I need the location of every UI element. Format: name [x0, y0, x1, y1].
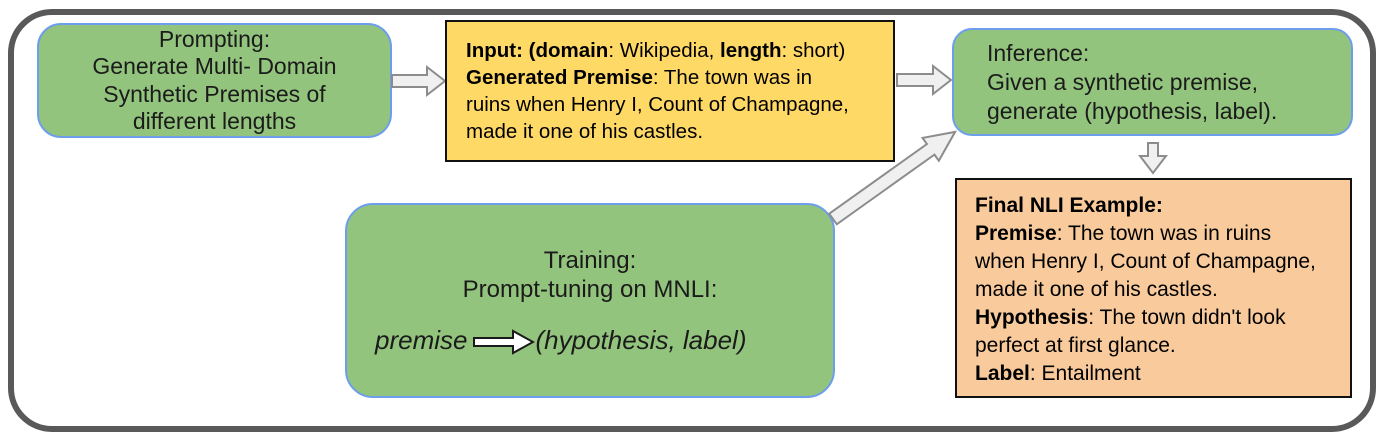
prompting-line: different lengths: [132, 108, 297, 134]
final-line: Label: Entailment: [975, 362, 1141, 385]
input-line: ruins when Henry I, Count of Champagne,: [466, 93, 849, 116]
arrow-prompting-to-input-icon: [391, 64, 447, 98]
arrow-training-to-inference-icon: [827, 130, 958, 226]
training-line: Training:: [543, 247, 637, 274]
outer-frame: [8, 9, 1376, 432]
final-line: Final NLI Example:: [975, 194, 1163, 217]
inference-box: Inference: Given a synthetic premise, ge…: [952, 28, 1353, 136]
formula-premise: premise: [375, 325, 468, 355]
input-line: Generated Premise: The town was in: [466, 66, 813, 89]
training-box: Training: Prompt-tuning on MNLI: premise…: [345, 203, 835, 398]
input-example-box: Input: (domain: Wikipedia, length: short…: [445, 20, 895, 162]
final-line: Premise: The town was in ruins: [975, 222, 1272, 245]
training-line: Prompt-tuning on MNLI:: [462, 276, 718, 303]
prompting-line: Prompting:: [158, 25, 271, 52]
final-line: made it one of his castles.: [975, 278, 1218, 301]
inference-line: Inference:: [987, 40, 1090, 66]
input-line: Input: (domain: Wikipedia, length: short…: [466, 39, 846, 62]
final-nli-example-box: Final NLI Example: Premise: The town was…: [955, 178, 1352, 398]
input-line: made it one of his castles.: [466, 120, 704, 143]
inference-line: generate (hypothesis, label).: [987, 98, 1278, 124]
prompting-line: Generate Multi- Domain: [92, 53, 337, 79]
arrow-inference-to-final-icon: [1138, 142, 1168, 175]
final-line: perfect at first glance.: [975, 334, 1176, 357]
prompting-box: Prompting: Generate Multi- Domain Synthe…: [37, 23, 392, 138]
arrow-input-to-inference-icon: [896, 63, 953, 97]
final-line: when Henry I, Count of Champagne,: [975, 250, 1316, 273]
maps-to-arrow-icon: [473, 328, 536, 355]
formula-output: (hypothesis, label): [535, 325, 747, 355]
inference-line: Given a synthetic premise,: [987, 69, 1259, 95]
training-formula: premise (hypothesis, label): [375, 325, 746, 356]
final-line: Hypothesis: The town didn't look: [975, 306, 1286, 329]
prompting-line: Synthetic Premises of: [103, 80, 326, 107]
